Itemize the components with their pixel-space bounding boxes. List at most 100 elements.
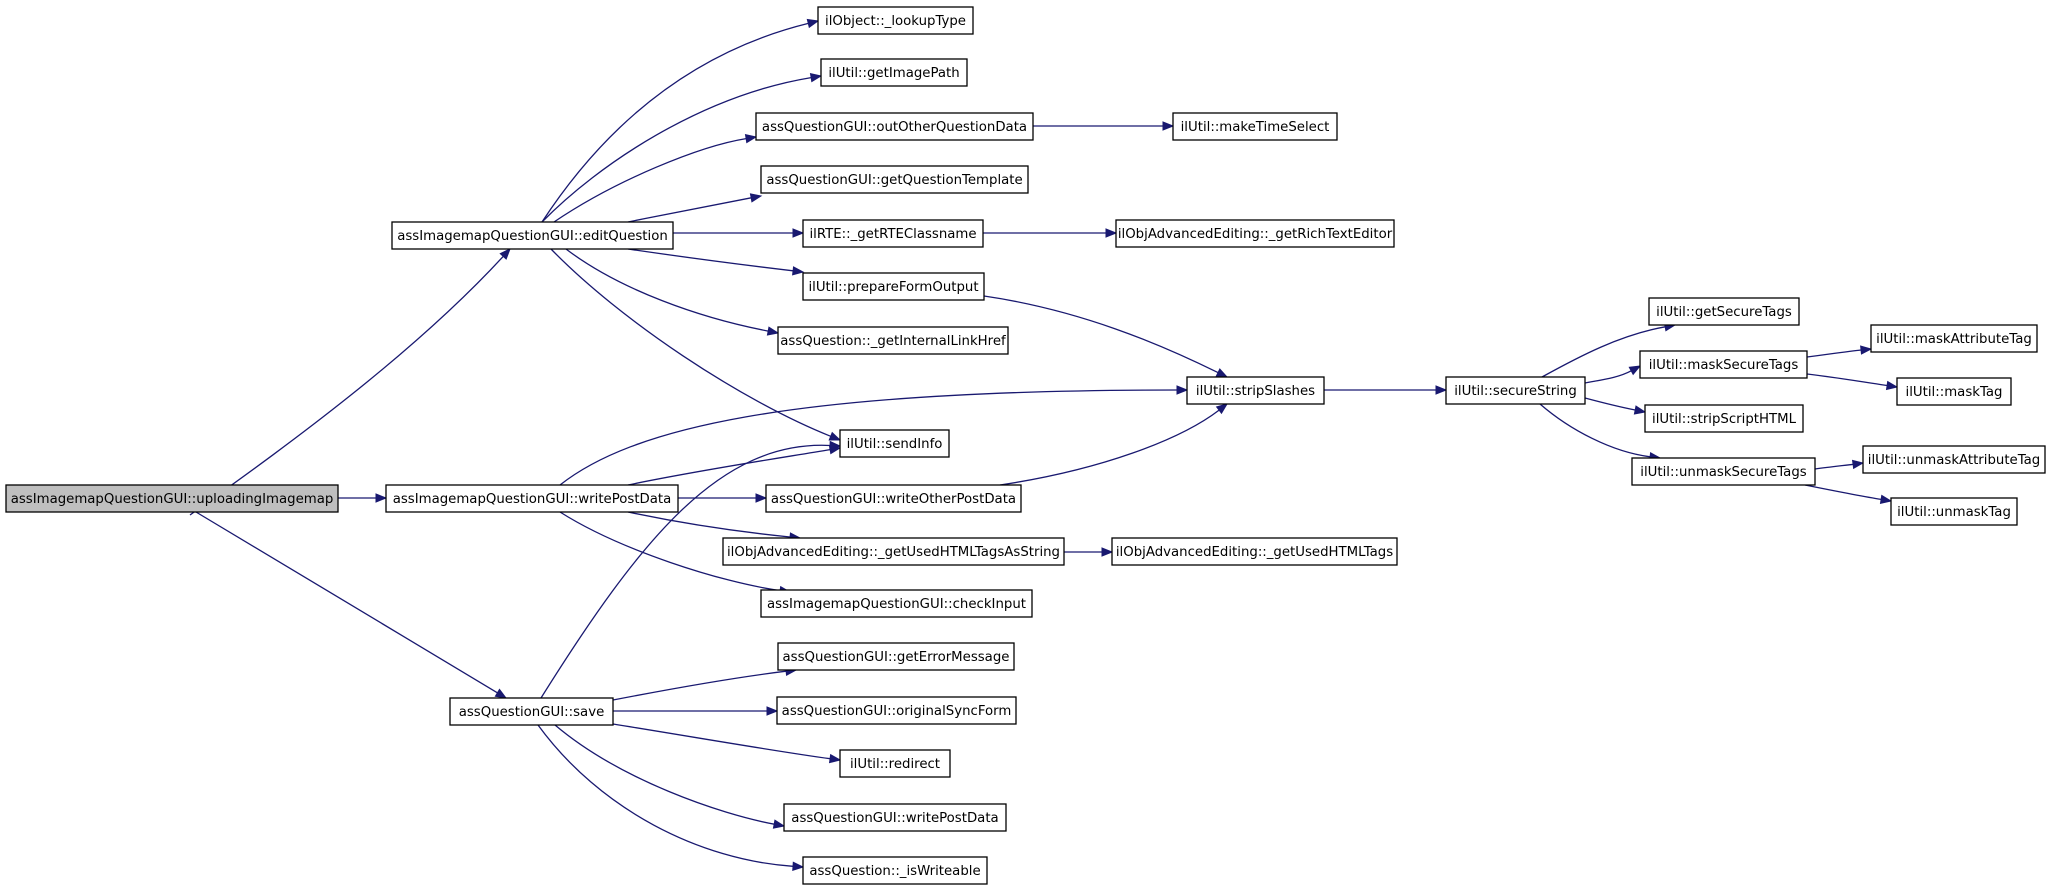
node-qWritePost[interactable]: assQuestionGUI::writePostData	[783, 803, 1007, 832]
arrowhead-save-to-qWritePost	[772, 819, 786, 829]
node-checkInput[interactable]: assImagemapQuestionGUI::checkInput	[760, 589, 1033, 618]
edge-save-to-sendInfo	[540, 444, 831, 699]
node-unmaskAttr[interactable]: ilUtil::unmaskAttributeTag	[1862, 445, 2046, 474]
node-box-qWritePost[interactable]	[783, 803, 1007, 832]
node-box-sendInfo[interactable]	[839, 429, 950, 458]
node-box-getRTE[interactable]	[802, 219, 984, 248]
node-stripSlashes[interactable]: ilUtil::stripSlashes	[1186, 376, 1325, 405]
node-editQuestion[interactable]: assImagemapQuestionGUI::editQuestion	[391, 221, 674, 250]
edge-editQuestion-to-outOther	[553, 137, 747, 223]
node-label-secureString: ilUtil::secureString	[1454, 384, 1577, 399]
node-prepareForm[interactable]: ilUtil::prepareFormOutput	[802, 272, 985, 301]
node-box-usedTags[interactable]	[1111, 537, 1398, 566]
node-redirect[interactable]: ilUtil::redirect	[839, 749, 951, 778]
node-label-getRTE: ilRTE::_getRTEClassname	[809, 227, 976, 242]
node-box-maskTag[interactable]	[1896, 377, 2012, 406]
node-box-unmaskTag[interactable]	[1890, 497, 2018, 526]
node-getError[interactable]: assQuestionGUI::getErrorMessage	[777, 642, 1015, 671]
node-outOther[interactable]: assQuestionGUI::outOtherQuestionData	[755, 112, 1034, 141]
node-getTemplate[interactable]: assQuestionGUI::getQuestionTemplate	[760, 165, 1029, 194]
node-label-usedTags: ilObjAdvancedEditing::_getUsedHTMLTags	[1116, 545, 1393, 560]
node-usedTagsString[interactable]: ilObjAdvancedEditing::_getUsedHTMLTagsAs…	[722, 537, 1065, 566]
arrowhead-outOther-to-makeTime	[1162, 121, 1175, 131]
node-box-getError[interactable]	[777, 642, 1015, 671]
node-getRTE[interactable]: ilRTE::_getRTEClassname	[802, 219, 984, 248]
node-box-stripScript[interactable]	[1644, 404, 1804, 433]
edges-layer	[189, 18, 1899, 872]
node-box-getImagePath[interactable]	[820, 58, 968, 87]
edge-editQuestion-to-prepareForm	[627, 248, 794, 272]
node-unmaskSecure[interactable]: ilUtil::unmaskSecureTags	[1631, 457, 1816, 486]
node-stripScript[interactable]: ilUtil::stripScriptHTML	[1644, 404, 1804, 433]
arrowhead-editQuestion-to-getTemplate	[749, 193, 763, 203]
node-box-maskSecure[interactable]	[1639, 350, 1808, 379]
node-box-unmaskAttr[interactable]	[1862, 445, 2046, 474]
node-secureString[interactable]: ilUtil::secureString	[1445, 376, 1586, 405]
arrowhead-editQuestion-to-getRTE	[792, 228, 805, 238]
node-label-makeTime: ilUtil::makeTimeSelect	[1181, 120, 1330, 135]
node-label-writeOther: assQuestionGUI::writeOtherPostData	[771, 492, 1016, 507]
node-richEditor[interactable]: ilObjAdvancedEditing::_getRichTextEditor	[1115, 219, 1395, 248]
node-writePostData[interactable]: assImagemapQuestionGUI::writePostData	[385, 484, 679, 513]
node-sendInfo[interactable]: ilUtil::sendInfo	[839, 429, 950, 458]
node-box-editQuestion[interactable]	[391, 221, 674, 250]
node-label-getSecure: ilUtil::getSecureTags	[1656, 305, 1792, 320]
arrowhead-writePostData-to-stripSlashes	[1176, 385, 1189, 395]
node-box-checkInput[interactable]	[760, 589, 1033, 618]
node-label-internalLink: assQuestion::_getInternalLinkHref	[780, 334, 1006, 349]
node-uploading[interactable]: assImagemapQuestionGUI::uploadingImagema…	[5, 484, 339, 513]
arrowhead-editQuestion-to-prepareForm	[792, 266, 805, 276]
node-box-usedTagsString[interactable]	[722, 537, 1065, 566]
arrowhead-uploading-to-writePostData	[375, 493, 388, 503]
node-internalLink[interactable]: assQuestion::_getInternalLinkHref	[777, 326, 1009, 355]
node-box-writePostData[interactable]	[385, 484, 679, 513]
node-box-outOther[interactable]	[755, 112, 1034, 141]
node-box-isWriteable[interactable]	[802, 856, 988, 885]
node-box-writeOther[interactable]	[765, 484, 1022, 513]
edge-maskSecure-to-maskTag	[1806, 373, 1888, 387]
node-usedTags[interactable]: ilObjAdvancedEditing::_getUsedHTMLTags	[1111, 537, 1398, 566]
node-isWriteable[interactable]: assQuestion::_isWriteable	[802, 856, 988, 885]
arrowhead-maskSecure-to-maskAttr	[1860, 345, 1873, 355]
node-box-uploading[interactable]	[5, 484, 339, 513]
node-label-maskTag: ilUtil::maskTag	[1906, 385, 2003, 400]
node-box-getSecure[interactable]	[1648, 297, 1800, 326]
edge-secureString-to-unmaskSecure	[1539, 403, 1651, 458]
node-box-richEditor[interactable]	[1115, 219, 1395, 248]
node-save[interactable]: assQuestionGUI::save	[449, 697, 614, 726]
node-box-secureString[interactable]	[1445, 376, 1586, 405]
node-box-prepareForm[interactable]	[802, 272, 985, 301]
node-box-lookupType[interactable]	[817, 6, 974, 35]
node-makeTime[interactable]: ilUtil::makeTimeSelect	[1172, 112, 1338, 141]
node-unmaskTag[interactable]: ilUtil::unmaskTag	[1890, 497, 2018, 526]
node-origSync[interactable]: assQuestionGUI::originalSyncForm	[776, 696, 1017, 725]
arrowhead-writeOther-to-stripSlashes	[1215, 403, 1229, 415]
node-maskTag[interactable]: ilUtil::maskTag	[1896, 377, 2012, 406]
node-maskSecure[interactable]: ilUtil::maskSecureTags	[1639, 350, 1808, 379]
node-getImagePath[interactable]: ilUtil::getImagePath	[820, 58, 968, 87]
node-getSecure[interactable]: ilUtil::getSecureTags	[1648, 297, 1800, 326]
node-box-getTemplate[interactable]	[760, 165, 1029, 194]
node-box-makeTime[interactable]	[1172, 112, 1338, 141]
arrowhead-editQuestion-to-internalLink	[766, 326, 780, 336]
nodes-layer: assImagemapQuestionGUI::uploadingImagema…	[5, 6, 2046, 885]
node-writeOther[interactable]: assQuestionGUI::writeOtherPostData	[765, 484, 1022, 513]
node-box-save[interactable]	[449, 697, 614, 726]
node-box-unmaskSecure[interactable]	[1631, 457, 1816, 486]
node-box-origSync[interactable]	[776, 696, 1017, 725]
node-box-stripSlashes[interactable]	[1186, 376, 1325, 405]
arrowhead-save-to-origSync	[766, 706, 779, 716]
edge-uploading-to-save	[195, 511, 498, 694]
node-lookupType[interactable]: ilObject::_lookupType	[817, 6, 974, 35]
edge-writePostData-to-usedTagsString	[627, 511, 791, 538]
node-box-internalLink[interactable]	[777, 326, 1009, 355]
node-box-maskAttr[interactable]	[1870, 324, 2038, 353]
edge-save-to-qWritePost	[554, 724, 775, 825]
node-label-prepareForm: ilUtil::prepareFormOutput	[808, 280, 978, 295]
edge-editQuestion-to-sendInfo	[550, 248, 831, 437]
arrowhead-uploading-to-editQuestion	[499, 248, 511, 260]
node-label-isWriteable: assQuestion::_isWriteable	[809, 864, 980, 879]
node-box-redirect[interactable]	[839, 749, 951, 778]
node-maskAttr[interactable]: ilUtil::maskAttributeTag	[1870, 324, 2038, 353]
